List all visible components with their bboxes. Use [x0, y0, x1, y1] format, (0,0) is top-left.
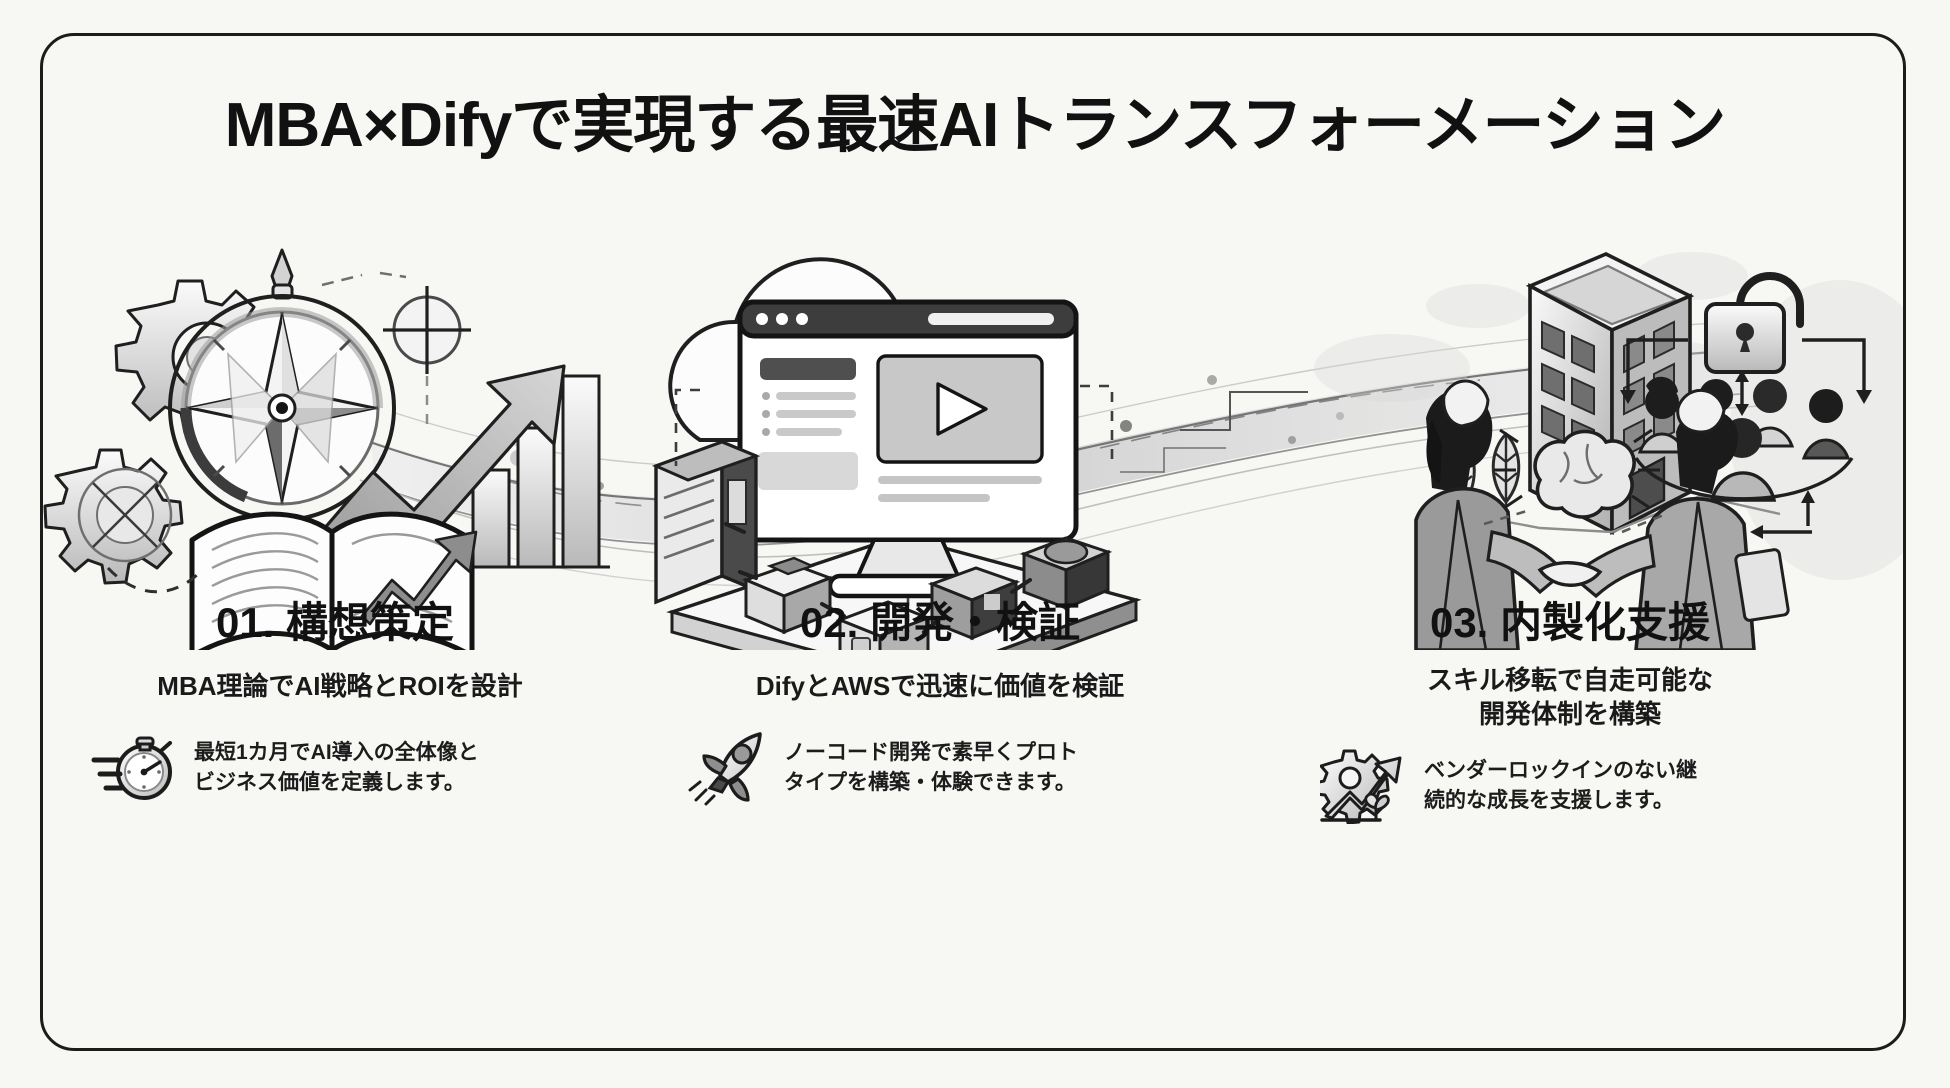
step-3-detail-text: ベンダーロックインのない継 続的な成長を支援します。	[1424, 756, 1697, 816]
step-2-subtitle-line-1: DifyとAWSで迅速に価値を検証	[755, 671, 1125, 702]
window-dot	[756, 313, 768, 325]
monitor-browser-window	[737, 299, 1079, 599]
brain-icon	[1494, 428, 1660, 519]
step-3-subtitle: スキル移転で自走可能な 開発体制を構築	[1270, 664, 1870, 732]
step-1-subtitle: MBA理論でAI戦略とROIを設計	[60, 670, 620, 704]
server-rack-icon	[651, 439, 761, 605]
growth-gear-plant-icon	[1320, 748, 1406, 824]
step-3-detail: ベンダーロックインのない継 続的な成長を支援します。	[1270, 748, 1870, 824]
enablement-illustration	[1314, 252, 1906, 650]
step-2-detail-text: ノーコード開発で素早くプロト タイプを構築・体験できます。	[784, 738, 1078, 798]
compass-icon	[168, 248, 396, 522]
step-2-detail: ノーコード開発で素早くプロト タイプを構築・体験できます。	[640, 730, 1240, 806]
stopwatch-icon	[90, 730, 176, 806]
step-3-detail-line-2: 続的な成長を支援します。	[1424, 788, 1674, 812]
bar-chart-icon	[460, 374, 610, 569]
person-woman	[1414, 379, 1567, 650]
cube-node	[741, 556, 835, 635]
step-column-2: 02. 開発・検証 DifyとAWSで迅速に価値を検証	[640, 599, 1240, 806]
rocket-icon	[680, 730, 766, 806]
step-1-detail-line-1: 最短1カ月でAI導入の全体像と	[194, 741, 479, 765]
window-dot	[796, 313, 808, 325]
step-1-detail-text: 最短1カ月でAI導入の全体像と ビジネス価値を定義します。	[194, 738, 479, 798]
dotted-link	[321, 271, 407, 287]
step-2-heading: 02. 開発・検証	[799, 599, 1081, 646]
step-2-detail-line-1: ノーコード開発で素早くプロト	[784, 741, 1078, 765]
gear-small-icon	[43, 448, 184, 585]
spark-lines	[1494, 428, 1660, 510]
cube-node	[835, 600, 933, 650]
target-crosshair-icon	[383, 286, 471, 374]
illustration-svg	[43, 248, 1906, 650]
dotted-link	[1080, 384, 1114, 466]
person	[1801, 389, 1851, 460]
step-3-subtitle-line-1: スキル移転で自走可能な	[1426, 665, 1713, 696]
page-title: MBA×Difyで実現する最速AIトランスフォーメーション	[224, 91, 1727, 160]
handshake-people	[1414, 379, 1790, 650]
dotted-link	[674, 388, 700, 466]
cube-node	[1019, 536, 1113, 611]
step-3-heading: 03. 内製化支援	[1429, 599, 1711, 646]
step-column-1: 01. 構想策定 MBA理論でAI戦略とROIを設計	[60, 599, 620, 806]
cube-node	[927, 566, 1021, 641]
illustration-band	[40, 180, 1906, 650]
unlock-icon	[1704, 272, 1804, 374]
play-icon	[936, 382, 988, 436]
clasped-hands	[1537, 561, 1603, 587]
step-1-detail: 最短1カ月でAI導入の全体像と ビジネス価値を定義します。	[60, 730, 620, 806]
step-2-detail-line-2: タイプを構築・体験できます。	[784, 770, 1076, 794]
step-3-subtitle-line-2: 開発体制を構築	[1478, 698, 1661, 729]
open-book-icon	[106, 511, 478, 650]
dotted-link	[1483, 508, 1667, 534]
tablet-icon	[1734, 548, 1790, 622]
step-2-subtitle: DifyとAWSで迅速に価値を検証	[640, 670, 1240, 704]
step-1-detail-line-2: ビジネス価値を定義します。	[194, 770, 465, 794]
arrow-heads	[1620, 370, 1872, 539]
exhaust-lines	[688, 780, 716, 806]
strategy-illustration	[43, 248, 610, 650]
step-1-subtitle-line-1: MBA理論でAI戦略とROIを設計	[157, 671, 523, 702]
person-man	[1569, 388, 1790, 650]
speed-lines	[91, 757, 125, 791]
build-validate-illustration	[651, 257, 1142, 650]
step-1-heading: 01. 構想策定	[215, 599, 455, 646]
step-3-detail-line-1: ベンダーロックインのない継	[1424, 758, 1697, 782]
window-dot	[776, 313, 788, 325]
service-cubes	[724, 522, 1113, 650]
step-column-3: 03. 内製化支援 スキル移転で自走可能な 開発体制を構築	[1270, 599, 1870, 824]
